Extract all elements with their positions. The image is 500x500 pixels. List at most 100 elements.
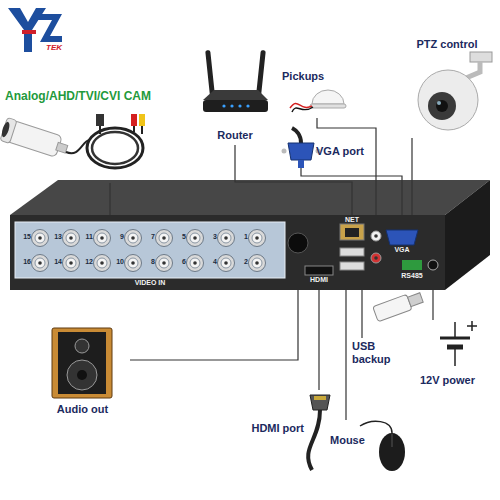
- video-input-connectors-part: [156, 255, 173, 272]
- cable-coil-part: [131, 114, 137, 126]
- video-input-connectors-part: [32, 230, 49, 247]
- device-label: HDMI port: [240, 422, 304, 435]
- port-label: VIDEO IN: [110, 279, 190, 287]
- dvr-rear-ports-part: [288, 233, 308, 253]
- router-illustration-part: [230, 104, 233, 107]
- video-input-connectors-part: [63, 230, 80, 247]
- router-illustration-part: [256, 50, 266, 96]
- cable-coil-part: [96, 114, 104, 126]
- vga-connector-part: [292, 128, 301, 143]
- battery-symbol-part: [440, 337, 470, 340]
- dvr-rear-ports-part: [371, 253, 381, 263]
- video-input-connectors: [32, 230, 266, 272]
- vga-cable: VGA port: [286, 136, 372, 168]
- cable-line: [432, 290, 433, 320]
- usb-stick-illustration-part: [373, 290, 425, 322]
- channel-number: 13: [50, 233, 62, 241]
- hdmi-cable-illustration-part: [310, 395, 330, 410]
- ptz-dome-camera-part: [470, 52, 492, 62]
- video-input-connectors-part: [218, 255, 235, 272]
- hdmi-cable-illustration-part: [314, 396, 326, 400]
- device-label: Mouse: [330, 434, 372, 447]
- battery-symbol-part: [467, 321, 477, 331]
- channel-number: 7: [143, 233, 155, 241]
- router-illustration-part: [205, 50, 215, 96]
- port-label: HDMI: [305, 276, 333, 284]
- pickup-microphone-part: [312, 90, 344, 104]
- channel-number: 2: [236, 258, 248, 266]
- video-input-connectors-part: [63, 255, 80, 272]
- dvr-rear-ports-part: [340, 248, 364, 256]
- bullet-camera: [0, 117, 90, 161]
- speaker-illustration-part: [58, 332, 106, 394]
- battery-symbol-part: [454, 347, 456, 366]
- channel-number: 5: [174, 233, 186, 241]
- brand-logo-part: [38, 14, 62, 42]
- speaker-device: Audio out: [35, 325, 130, 420]
- dvr-rear-ports-part: [374, 256, 378, 260]
- ptz-dome-camera-part: [466, 62, 480, 78]
- cable-line: [411, 138, 412, 215]
- router-device: Router: [195, 45, 275, 145]
- router-illustration-part: [246, 104, 249, 107]
- device-label: PTZ control: [398, 38, 496, 51]
- dvr-unit: VIDEO INNETHDMIVGARS485: [10, 215, 445, 290]
- dvr-rear-ports-part: [340, 224, 364, 240]
- dvr-body: [10, 180, 490, 290]
- channel-number: 10: [112, 258, 124, 266]
- cable-line: [301, 168, 402, 215]
- video-input-connectors-part: [187, 255, 204, 272]
- video-input-connectors-part: [249, 230, 266, 247]
- mouse-illustration-part: [360, 421, 392, 433]
- pickup-device: Pickups: [282, 68, 352, 118]
- device-label: USB backup: [352, 340, 398, 365]
- video-input-connectors-part: [218, 230, 235, 247]
- usb-stick-illustration-part-part: [408, 293, 424, 307]
- mouse-illustration-part: [392, 434, 393, 447]
- vga-connector-part: [288, 143, 314, 160]
- hdmi-cable: HDMI port: [240, 390, 340, 470]
- cable-line: [109, 183, 110, 215]
- cable-line: [345, 290, 346, 420]
- port-label: NET: [340, 216, 364, 224]
- usb-stick-illustration: [373, 290, 425, 322]
- speaker-illustration-part: [67, 360, 97, 390]
- ptz-dome-camera-part: [428, 92, 456, 120]
- device-label: Analog/AHD/TVI/CVI CAM: [5, 90, 177, 104]
- dvr-body-part: [10, 215, 445, 290]
- device-label: VGA port: [316, 145, 372, 158]
- logo-text: TEK: [46, 43, 72, 52]
- ptz-dome-camera-part: [436, 100, 448, 112]
- device-label: 12V power: [400, 374, 495, 387]
- dvr-rear-ports-part: [402, 260, 422, 270]
- video-input-connectors-part: [125, 255, 142, 272]
- channel-number: 12: [81, 258, 93, 266]
- hdmi-cable-illustration: [308, 395, 330, 470]
- mouse-device: Mouse: [330, 420, 420, 478]
- vga-connector: [282, 128, 321, 168]
- channel-number: 6: [174, 258, 186, 266]
- bullet-camera-part-part: [56, 142, 68, 153]
- power-supply: 12V power: [400, 320, 495, 392]
- battery-symbol-part: [454, 322, 456, 338]
- video-input-connectors-part: [94, 255, 111, 272]
- cable-line: [130, 290, 298, 360]
- ptz-camera: PTZ control: [398, 38, 496, 138]
- channel-number: 4: [205, 258, 217, 266]
- channel-number: 14: [50, 258, 62, 266]
- channel-number: 9: [112, 233, 124, 241]
- cable-coil-part: [92, 132, 138, 164]
- dvr-rear-ports-part: [428, 260, 438, 270]
- channel-number: 11: [81, 233, 93, 241]
- pickup-microphone-part: [310, 104, 346, 108]
- bullet-camera-part-part: [0, 121, 11, 138]
- bullet-camera-part-part: [0, 117, 17, 143]
- brand-logo-part: [22, 30, 36, 34]
- speaker-illustration: [52, 328, 112, 398]
- cable-line: [317, 118, 376, 215]
- ptz-dome-camera-part: [437, 101, 441, 105]
- router-illustration-part: [203, 100, 268, 112]
- dvr-body-part: [445, 180, 490, 290]
- cable-line: [361, 290, 362, 338]
